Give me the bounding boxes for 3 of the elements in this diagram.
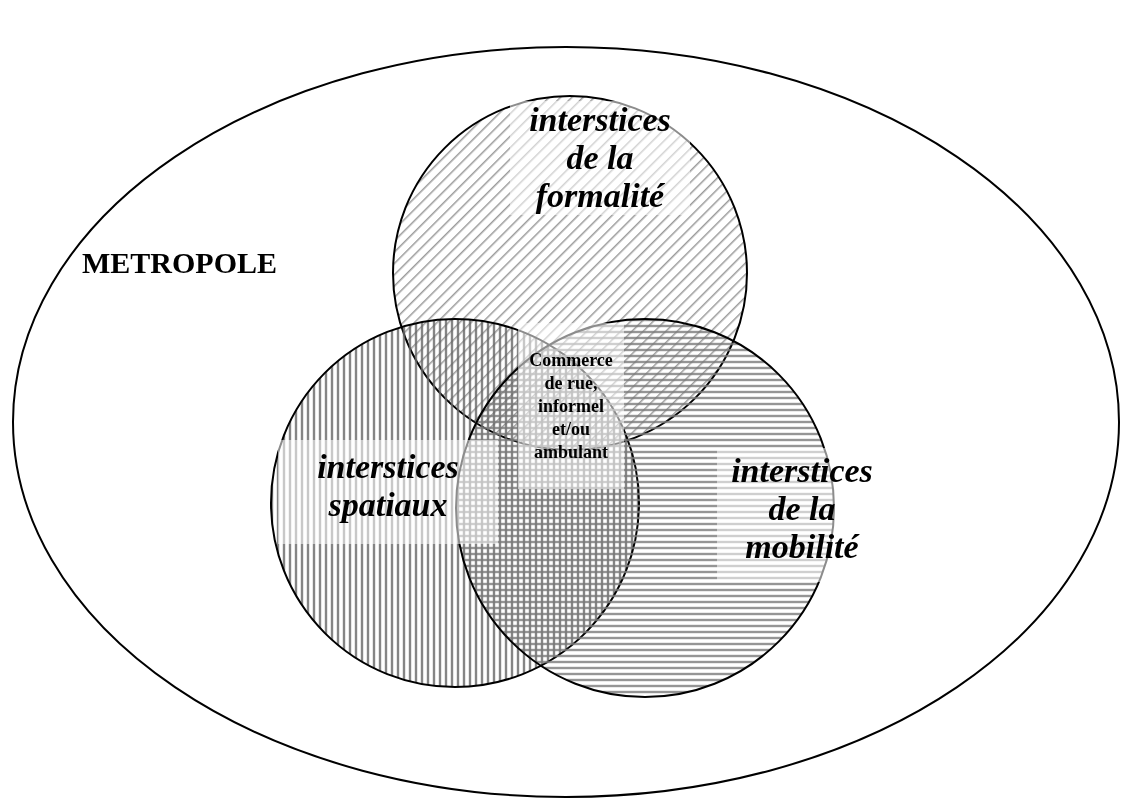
region-label: METROPOLE: [82, 246, 278, 280]
text-box: Commerce de rue, informel et/ou ambulant: [518, 323, 624, 489]
circle-label: interstices de la formalité: [510, 101, 690, 215]
